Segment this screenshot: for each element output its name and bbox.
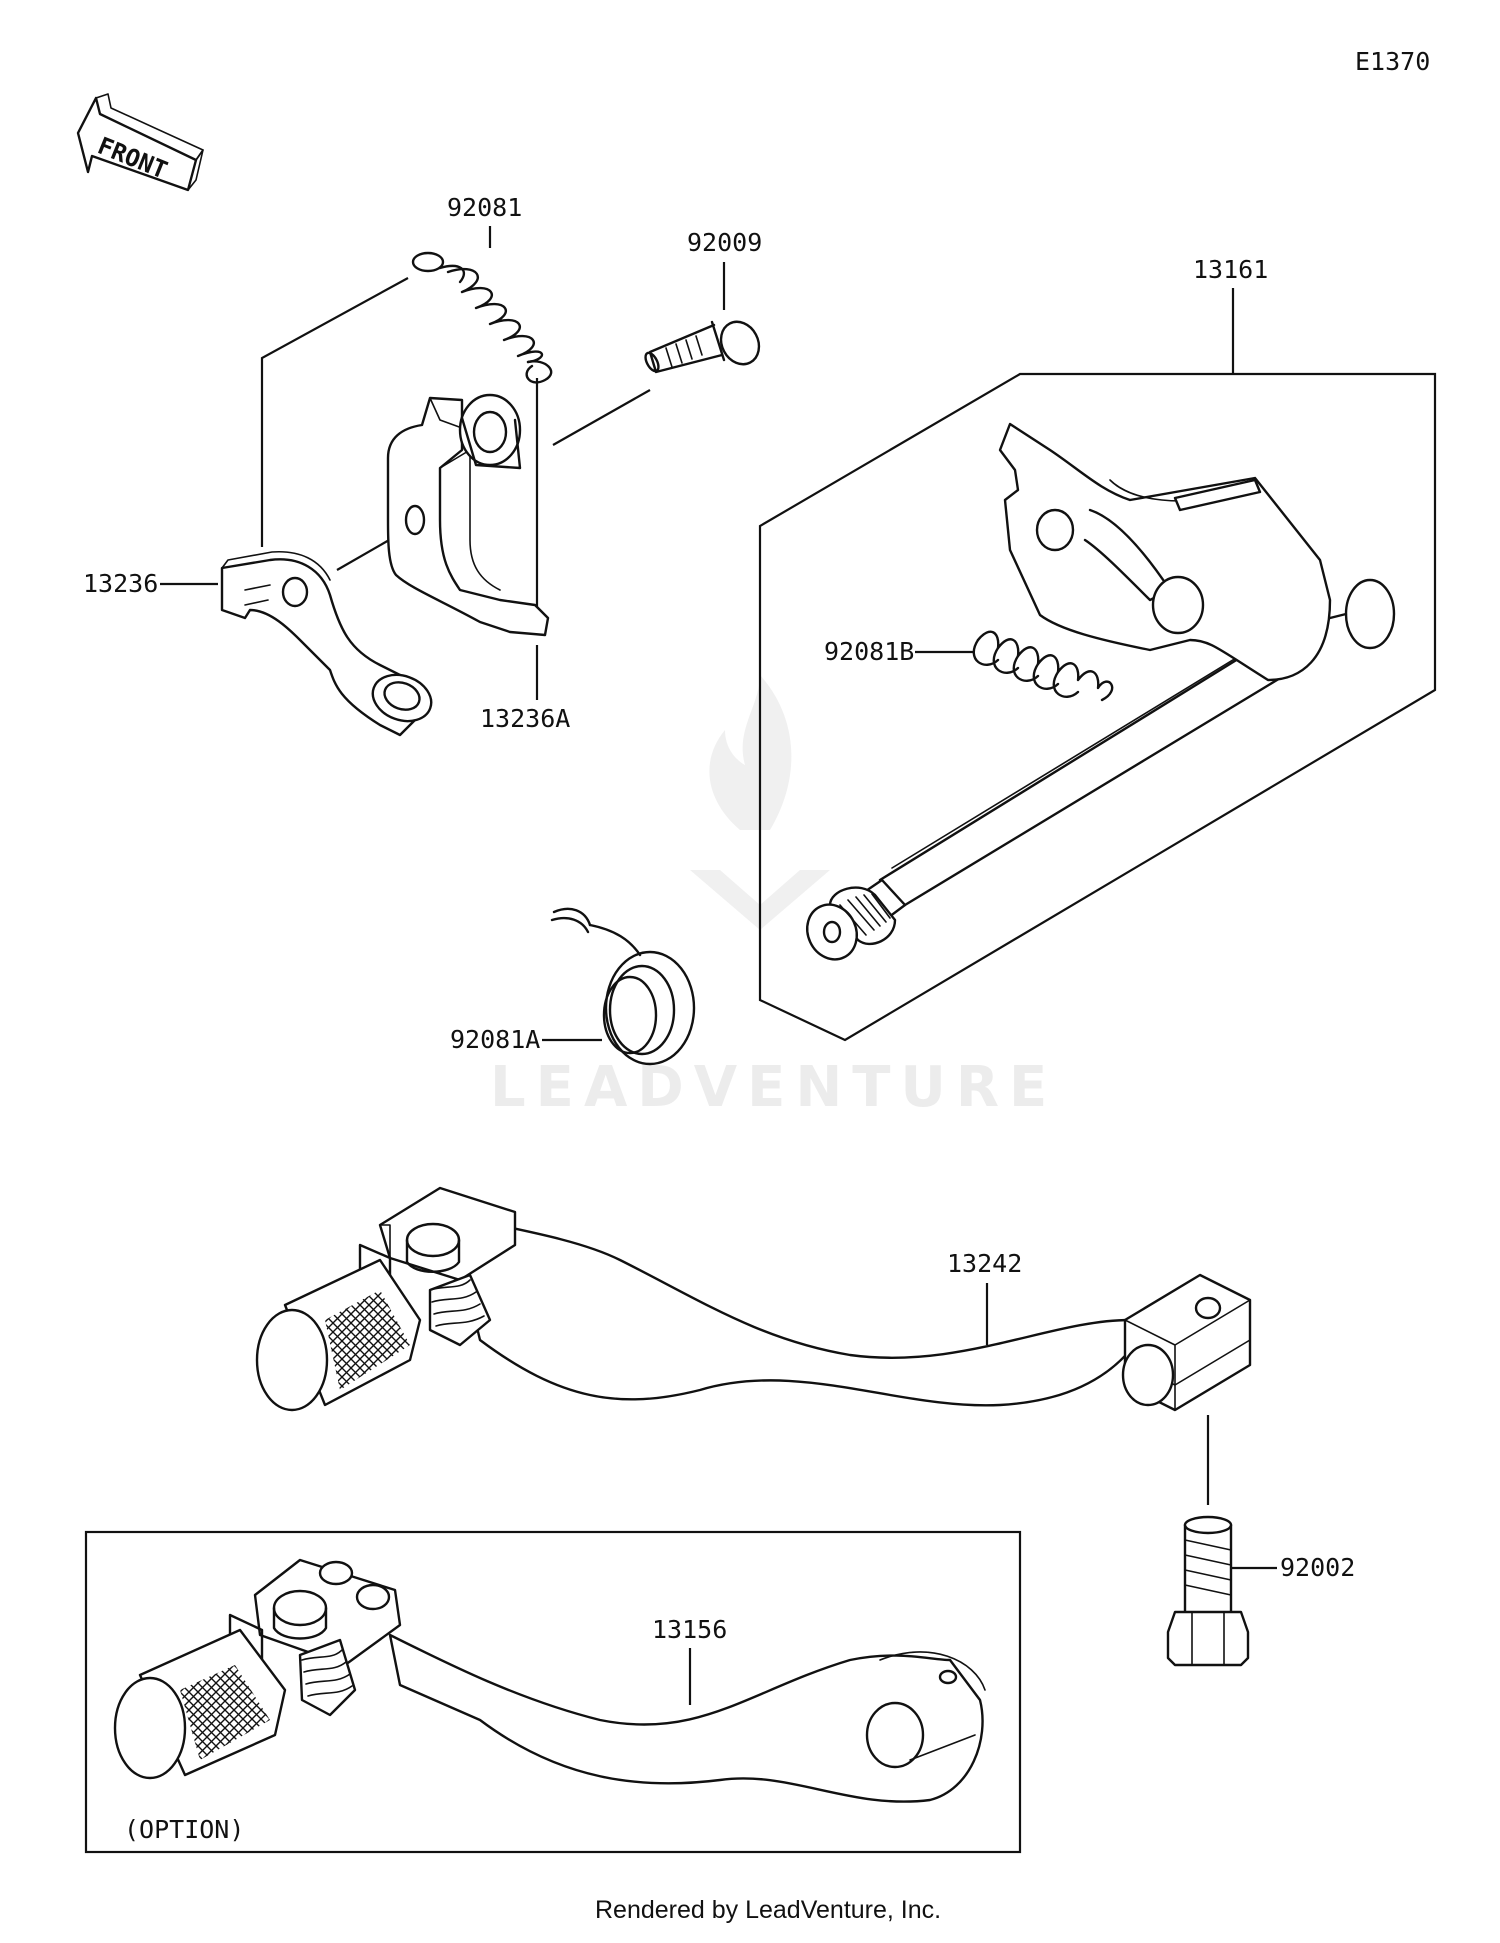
label-13236: 13236 xyxy=(83,569,158,598)
diagram-code: E1370 xyxy=(1355,47,1430,76)
label-92081B: 92081B xyxy=(824,637,914,666)
spring-92081B xyxy=(972,630,1114,702)
bolt-92009 xyxy=(644,320,761,374)
label-13161: 13161 xyxy=(1193,255,1268,284)
label-92002: 92002 xyxy=(1280,1553,1355,1582)
front-label: FRONT xyxy=(94,132,171,185)
lever-13236 xyxy=(220,550,433,737)
footer-credit: Rendered by LeadVenture, Inc. xyxy=(595,1896,941,1924)
watermark: LEADVENTURE xyxy=(490,675,1057,1120)
label-92081A: 92081A xyxy=(450,1025,540,1054)
label-13156: 13156 xyxy=(652,1615,727,1644)
watermark-text: LEADVENTURE xyxy=(490,1055,1057,1120)
bracket-13236A xyxy=(386,393,550,637)
label-92009: 92009 xyxy=(687,228,762,257)
shift-shaft-13161 xyxy=(806,422,1396,961)
spring-92081A xyxy=(550,907,696,1066)
shaft-assy-box xyxy=(758,372,1437,1042)
label-92081: 92081 xyxy=(447,193,522,222)
front-arrow-icon: FRONT xyxy=(76,93,204,192)
label-13242: 13242 xyxy=(947,1249,1022,1278)
label-13236A: 13236A xyxy=(480,704,570,733)
gear-pedal-13242 xyxy=(255,1186,1252,1412)
option-box xyxy=(84,1530,1022,1854)
bolt-92002 xyxy=(1166,1415,1250,1667)
option-label: (OPTION) xyxy=(124,1815,244,1844)
gear-pedal-13156 xyxy=(113,1558,986,1803)
group-bracket-line xyxy=(260,277,409,547)
spring-92081 xyxy=(411,251,553,384)
